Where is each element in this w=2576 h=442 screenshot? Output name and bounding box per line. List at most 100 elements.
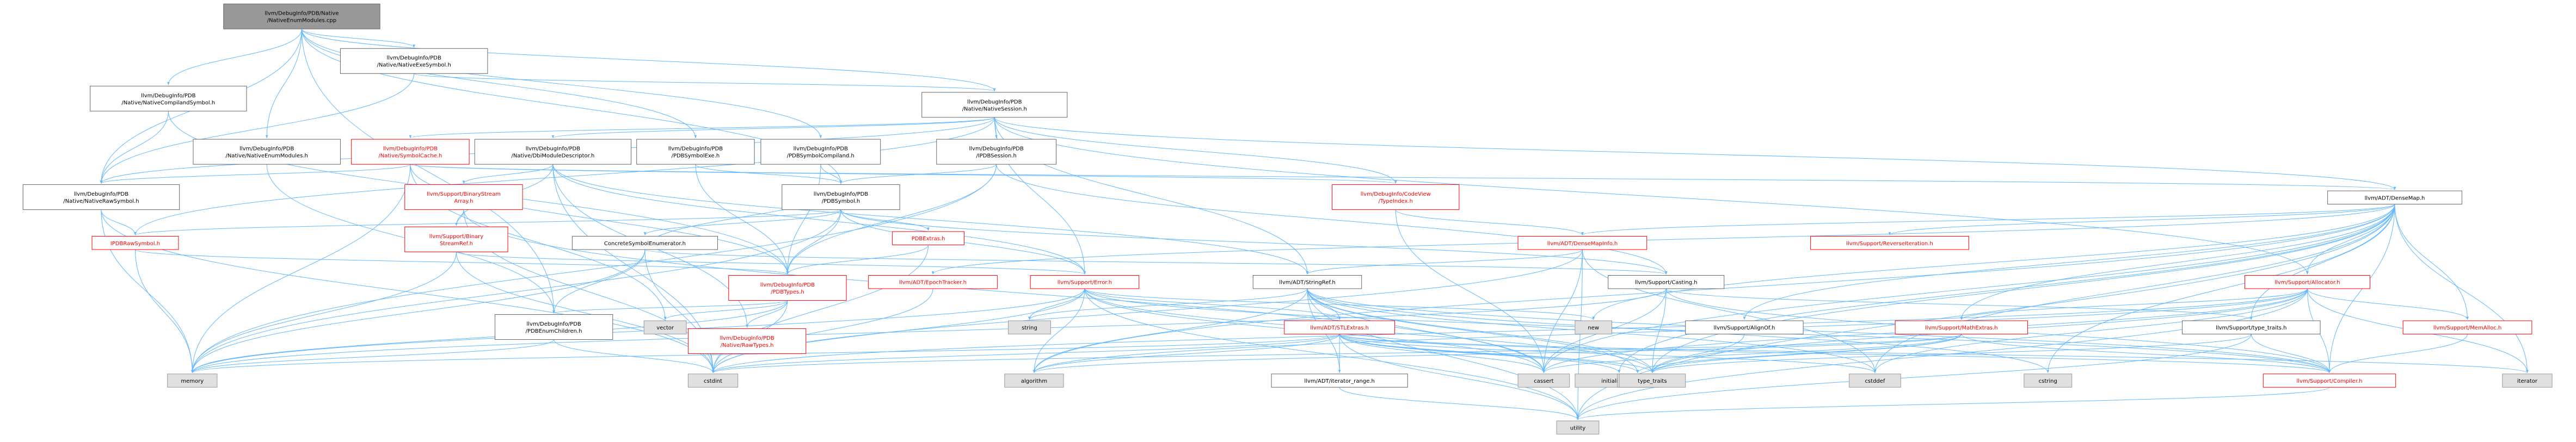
- edge-dbimod-to-error: [552, 164, 1086, 275]
- node-rawtypes[interactable]: llvm/DebugInfo/PDB/Native/RawTypes.h: [687, 328, 807, 354]
- edge-rawsym-to-ipdbraw: [101, 209, 137, 235]
- node-root[interactable]: llvm/DebugInfo/PDB/Native/NativeEnumModu…: [223, 3, 380, 29]
- node-box: [1271, 373, 1408, 388]
- node-memalloc[interactable]: llvm/Support/MemAlloc.h: [2402, 320, 2532, 334]
- node-cstddef[interactable]: cstddef: [1849, 373, 1901, 388]
- node-exe[interactable]: llvm/DebugInfo/PDB/Native/NativeExeSymbo…: [340, 48, 488, 74]
- node-box: [494, 314, 613, 340]
- node-cassert[interactable]: cassert: [1517, 373, 1570, 388]
- node-error[interactable]: llvm/Support/Error.h: [1030, 275, 1140, 289]
- edge-typeindex-to-densemapinfo: [1395, 209, 1584, 235]
- edge-stringref-to-utility: [1307, 288, 1579, 420]
- node-algorithm[interactable]: algorithm: [1004, 373, 1064, 388]
- node-label: llvm/DebugInfo/PDB: [969, 146, 1023, 152]
- node-label: /Native/NativeCompilandSymbol.h: [121, 100, 215, 106]
- node-stringref[interactable]: llvm/ADT/StringRef.h: [1252, 275, 1362, 289]
- edge-allocator-to-mathextras: [1960, 288, 2308, 320]
- edge-root-to-pdbsymcomp: [301, 29, 822, 139]
- node-enumchildren[interactable]: llvm/DebugInfo/PDB/PDBEnumChildren.h: [494, 314, 613, 340]
- node-box: [2327, 190, 2462, 205]
- node-pdbsym[interactable]: llvm/DebugInfo/PDB/PDBSymbol.h: [782, 184, 900, 210]
- node-box: [571, 236, 718, 250]
- node-label: memory: [181, 378, 204, 384]
- edge-root-to-session: [301, 29, 996, 91]
- edge-bsref-to-error: [456, 251, 1086, 275]
- node-box: [1685, 320, 1804, 334]
- node-reverseiter[interactable]: llvm/Support/ReverseIteration.h: [1810, 236, 1969, 250]
- node-box: [1332, 184, 1460, 210]
- node-memory[interactable]: memory: [167, 373, 218, 388]
- node-box: [1252, 275, 1362, 289]
- node-box: [91, 236, 179, 250]
- node-casting[interactable]: llvm/Support/Casting.h: [1608, 275, 1725, 289]
- node-pdbextras[interactable]: PDBExtras.h: [892, 231, 964, 245]
- node-densemapinfo[interactable]: llvm/ADT/DenseMapInfo.h: [1517, 236, 1647, 250]
- node-ipdbsession[interactable]: llvm/DebugInfo/PDB/IPDBSession.h: [936, 139, 1057, 165]
- edge-symcache-to-memory: [190, 164, 411, 373]
- node-box: [404, 226, 508, 252]
- node-compiland[interactable]: llvm/DebugInfo/PDB/Native/NativeCompilan…: [90, 85, 247, 111]
- edge-pdbsymexe-to-pdbsym: [695, 164, 843, 184]
- node-label: llvm/Support/Casting.h: [1635, 280, 1698, 286]
- node-enummods[interactable]: llvm/DebugInfo/PDB/Native/NativeEnumModu…: [193, 139, 341, 165]
- node-box: [892, 231, 964, 245]
- node-vector[interactable]: vector: [643, 320, 687, 334]
- node-new[interactable]: new: [1575, 320, 1613, 334]
- edge-exe-to-session: [414, 73, 996, 92]
- node-cstdint[interactable]: cstdint: [687, 373, 739, 388]
- node-compiler[interactable]: llvm/Support/Compiler.h: [2263, 373, 2396, 388]
- node-densemap[interactable]: llvm/ADT/DenseMap.h: [2327, 190, 2462, 205]
- edge-typetraitsh-to-compiler: [2251, 334, 2331, 373]
- node-epoch[interactable]: llvm/ADT/EpochTracker.h: [868, 275, 998, 289]
- node-label: IPDBRawSymbol.h: [110, 241, 160, 247]
- node-session[interactable]: llvm/DebugInfo/PDB/Native/NativeSession.…: [921, 92, 1068, 118]
- node-label: llvm/DebugInfo/PDB: [967, 99, 1022, 105]
- node-iterrange[interactable]: llvm/ADT/iterator_range.h: [1271, 373, 1408, 388]
- edge-session-to-ipdbraw: [134, 117, 995, 235]
- edge-casting-to-typetraits: [1651, 288, 1667, 373]
- edge-densemap-to-mathextras: [1960, 204, 2395, 320]
- edge-session-to-allocator: [994, 117, 2309, 275]
- node-iterator[interactable]: iterator: [2502, 373, 2553, 388]
- edge-densemap-to-alignof: [1743, 204, 2395, 320]
- node-utility[interactable]: utility: [1556, 420, 1600, 435]
- node-dbimod[interactable]: llvm/DebugInfo/PDB/Native/DbiModuleDescr…: [474, 139, 632, 165]
- node-mathextras[interactable]: llvm/Support/MathExtras.h: [1895, 320, 2028, 334]
- node-label: llvm/DebugInfo/CodeView: [1361, 191, 1431, 197]
- node-label: llvm/DebugInfo/PDB: [760, 282, 815, 288]
- node-typeindex[interactable]: llvm/DebugInfo/CodeView/TypeIndex.h: [1332, 184, 1460, 210]
- edge-densemap-to-reverseiter: [1888, 204, 2395, 235]
- edge-ipdbsession-to-casting: [996, 164, 1668, 275]
- node-label: /Native/RawTypes.h: [721, 343, 774, 348]
- node-rawsym[interactable]: llvm/DebugInfo/PDB/Native/NativeRawSymbo…: [22, 184, 180, 210]
- node-pdbtypes[interactable]: llvm/DebugInfo/PDB/PDBTypes.h: [728, 275, 847, 301]
- node-box: [2402, 320, 2532, 334]
- node-alignof[interactable]: llvm/Support/AlignOf.h: [1685, 320, 1804, 334]
- edge-stringref-to-compiler: [1307, 288, 2331, 373]
- node-typetraitsh[interactable]: llvm/Support/type_traits.h: [2182, 320, 2321, 334]
- node-string[interactable]: string: [1008, 320, 1051, 334]
- node-box: [474, 139, 632, 165]
- edge-mathextras-to-typetraits: [1651, 334, 1962, 373]
- node-label: /PDBEnumChildren.h: [526, 328, 582, 334]
- node-symcache[interactable]: llvm/DebugInfo/PDB/Native/SymbolCache.h: [351, 139, 470, 165]
- node-pdbsymcomp[interactable]: llvm/DebugInfo/PDB/PDBSymbolCompiland.h: [760, 139, 881, 165]
- node-label: llvm/ADT/STLExtras.h: [1310, 325, 1369, 331]
- node-pdbsymexe[interactable]: llvm/DebugInfo/PDB/PDBSymbolExe.h: [636, 139, 755, 165]
- node-label: utility: [1570, 425, 1586, 431]
- node-label: /PDBSymbol.h: [822, 198, 860, 204]
- edge-ipdbsession-to-pdbtypes: [786, 164, 997, 275]
- node-concrete[interactable]: ConcreteSymbolEnumerator.h: [571, 236, 718, 250]
- node-cstring[interactable]: cstring: [2024, 373, 2073, 388]
- node-typetraits[interactable]: type_traits: [1619, 373, 1686, 388]
- node-label: /PDBSymbolExe.h: [672, 153, 720, 159]
- node-stlextras[interactable]: llvm/ADT/STLExtras.h: [1284, 320, 1395, 334]
- node-ipdbraw[interactable]: IPDBRawSymbol.h: [91, 236, 179, 250]
- node-allocator[interactable]: llvm/Support/Allocator.h: [2244, 275, 2370, 289]
- edge-pdbsym-to-ipdbraw: [134, 209, 841, 235]
- node-box: [2182, 320, 2321, 334]
- edge-symcache-to-typeindex: [410, 164, 1397, 184]
